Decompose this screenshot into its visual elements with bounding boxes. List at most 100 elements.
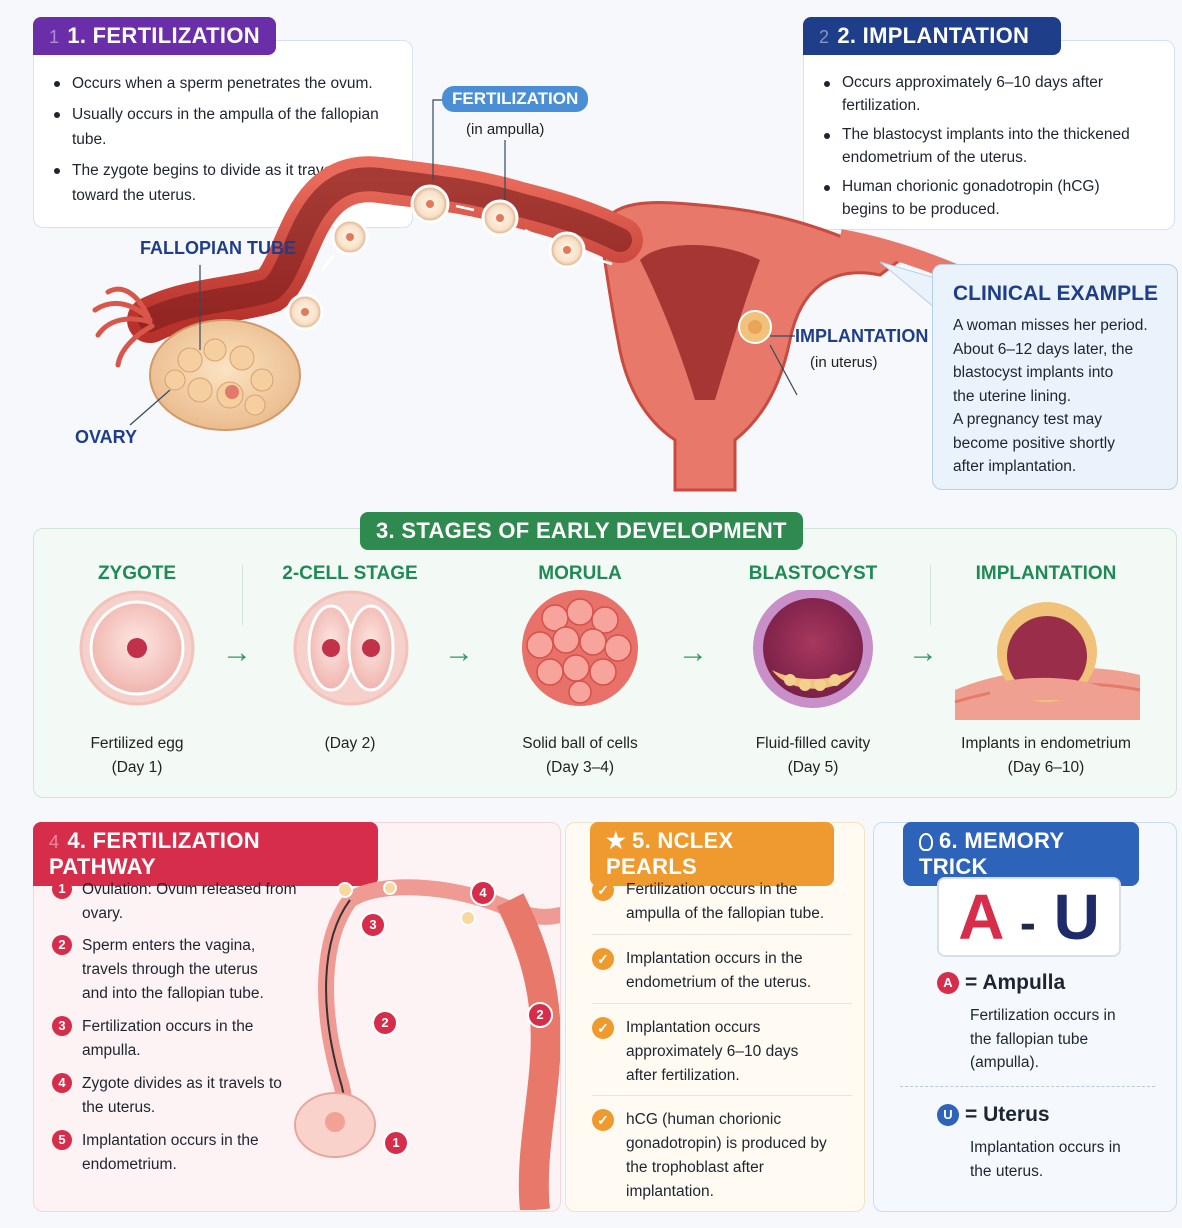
implantation-card <box>803 40 1175 230</box>
fertilization-location: (in ampulla) <box>466 121 545 138</box>
section-number: 2 <box>819 27 830 47</box>
clinical-example-title: CLINICAL EXAMPLE <box>953 282 1158 305</box>
fertilization-bullets: Occurs when a sperm penetrates the ovum.… <box>52 71 392 214</box>
zygote-illustration <box>79 590 195 706</box>
memory-trick-header: 6. MEMORY TRICK <box>903 822 1139 886</box>
divider <box>592 1095 852 1096</box>
clinical-line: become positive shortly <box>953 434 1115 452</box>
map-label: 4 <box>470 880 496 906</box>
step-number: 5 <box>52 1130 72 1150</box>
fertilization-tag: FERTILIZATION <box>442 86 589 112</box>
arrow-icon: → <box>222 636 252 669</box>
nclex-card <box>565 822 865 1212</box>
morula-illustration <box>522 590 638 706</box>
step-number: 2 <box>52 935 72 955</box>
check-icon: ✓ <box>592 948 614 970</box>
section-title: 2. IMPLANTATION <box>837 23 1030 48</box>
bullet: Occurs approximately 6–10 days after fer… <box>822 71 1142 117</box>
clinical-example-card <box>932 264 1178 490</box>
stage-caption-morula: Solid ball of cells (Day 3–4) <box>470 732 690 780</box>
step-text: Implantation occurs in the endometrium. <box>82 1132 259 1173</box>
arrow-icon: → <box>678 636 708 669</box>
caption-line: Fluid-filled cavity <box>755 735 871 752</box>
clinical-line: after implantation. <box>953 458 1077 475</box>
ampulla-row: A = Ampulla <box>937 971 1065 995</box>
acronym-letter-a: A <box>958 881 1003 953</box>
stage-caption-2-cell: (Day 2) <box>240 732 460 756</box>
stage-title-morula: MORULA <box>538 563 622 584</box>
clinical-line: A pregnancy test may <box>953 411 1103 428</box>
stages-header: 3. STAGES OF EARLY DEVELOPMENT <box>360 512 803 550</box>
check-icon: ✓ <box>592 1109 614 1131</box>
pearl-text: Implantation occurs approximately 6–10 d… <box>626 1019 799 1084</box>
stage-caption-implantation: Implants in endometrium (Day 6–10) <box>936 732 1156 780</box>
ampulla-label: = Ampulla <box>965 971 1066 994</box>
section-title: 5. NCLEX PEARLS <box>606 828 734 879</box>
nclex-pearl: ✓Implantation occurs approximately 6–10 … <box>592 1016 831 1088</box>
map-label: 3 <box>360 912 386 938</box>
acronym-box: A - U <box>937 877 1121 957</box>
reproductive-anatomy-illustration <box>92 99 964 492</box>
uterus-description: Implantation occurs in the uterus. <box>970 1139 1121 1180</box>
caption-line: (Day 3–4) <box>545 759 615 776</box>
bullet: The blastocyst implants into the thicken… <box>822 123 1142 169</box>
pathway-illustration <box>294 879 560 1210</box>
nclex-pearl: ✓Implantation occurs in the endometrium … <box>592 947 856 995</box>
map-label: 2 <box>372 1010 398 1036</box>
bullet: Human chorionic gonadotropin (hCG) begin… <box>822 175 1142 221</box>
caption-line: Implants in endometrium <box>961 735 1131 752</box>
divider <box>592 1003 852 1004</box>
divider <box>930 565 931 625</box>
section-title: 6. MEMORY TRICK <box>919 828 1064 879</box>
stage-caption-zygote: Fertilized egg (Day 1) <box>27 732 247 780</box>
bullet: Usually occurs in the ampulla of the fal… <box>52 102 392 152</box>
stage-title-implantation: IMPLANTATION <box>975 563 1117 584</box>
u-badge: U <box>937 1104 959 1127</box>
divider <box>900 1086 1155 1087</box>
step-text: Zygote divides as it travels to the uter… <box>82 1075 282 1116</box>
bullet: Occurs when a sperm penetrates the ovum. <box>52 71 392 96</box>
section-title: 4. FERTILIZATION PATHWAY <box>49 828 260 879</box>
check-icon: ✓ <box>592 879 614 901</box>
clinical-line: About 6–12 days later, the <box>953 340 1134 358</box>
caption-line: (Day 1) <box>111 759 163 776</box>
caption-line: (Day 5) <box>787 759 839 776</box>
a-badge: A <box>937 972 959 995</box>
arrow-icon: → <box>908 636 938 669</box>
step-text: Fertilization occurs in the ampulla. <box>82 1018 254 1059</box>
pearl-text: Fertilization occurs in the ampulla of t… <box>626 881 825 922</box>
stage-illustrations <box>79 590 1141 720</box>
acronym-letter-u: U <box>1053 881 1100 953</box>
implantation-label: IMPLANTATION <box>795 326 929 346</box>
clinical-example-text: A woman misses her period. About 6–12 da… <box>953 314 1148 479</box>
caption-line: Fertilized egg <box>90 735 184 752</box>
acronym-dash: - <box>1019 897 1036 950</box>
clinical-line: A woman misses her period. <box>953 317 1148 334</box>
step-number: 4 <box>52 1073 72 1093</box>
two-cell-illustration <box>293 590 409 706</box>
fallopian-tube-label: FALLOPIAN TUBE <box>140 238 296 258</box>
star-icon: ★ <box>606 828 627 853</box>
divider <box>592 934 852 935</box>
arrow-icon: → <box>444 636 474 669</box>
divider <box>242 565 243 625</box>
caption-line: (Day 6–10) <box>1007 759 1085 776</box>
lightbulb-icon <box>919 833 933 851</box>
pathway-step: 5 Implantation occurs in the endometrium. <box>52 1129 282 1177</box>
implantation-location: (in uterus) <box>810 354 878 371</box>
section-number: 1 <box>49 27 60 47</box>
nclex-pearl: ✓hCG (human chorionic gonadotropin) is p… <box>592 1108 841 1204</box>
caption-line: (Day 2) <box>324 735 376 752</box>
clinical-line: the uterine lining. <box>953 387 1072 405</box>
implantation-bullets: Occurs approximately 6–10 days after fer… <box>822 71 1142 227</box>
blastocyst-illustration <box>753 590 873 708</box>
uterus-label: = Uterus <box>965 1103 1050 1126</box>
stage-title-2-cell: 2-CELL STAGE <box>282 563 418 584</box>
stage-title-zygote: ZYGOTE <box>97 563 177 584</box>
map-label: 2 <box>527 1002 553 1028</box>
caption-line: Solid ball of cells <box>522 735 638 752</box>
step-number: 1 <box>52 879 72 899</box>
